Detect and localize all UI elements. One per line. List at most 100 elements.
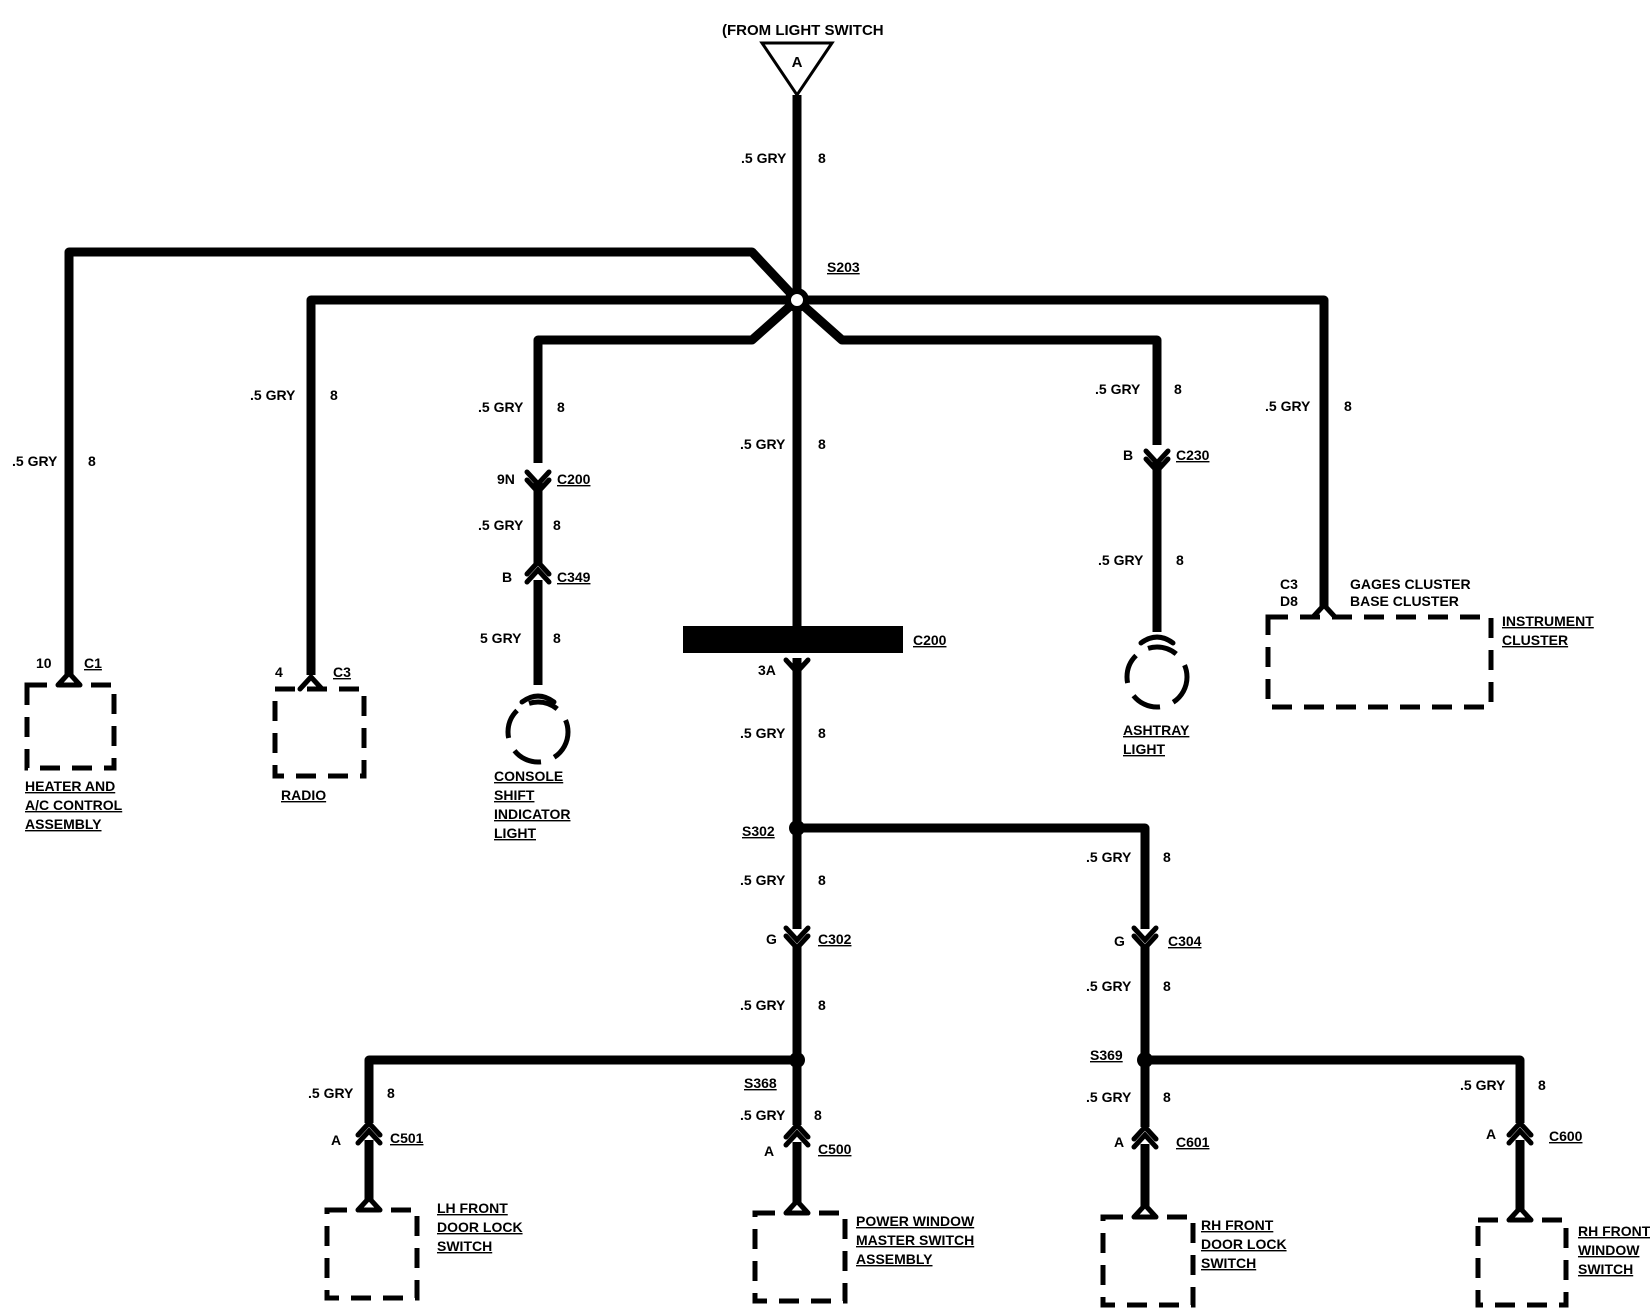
wire-label-trunk-3: .5 GRY (740, 872, 786, 888)
circuit-label-c302-down: 8 (818, 997, 826, 1013)
ashtray-name-2: LIGHT (1123, 741, 1165, 757)
circuit-label-feed: 8 (818, 150, 826, 166)
pin-main-c200: 3A (758, 662, 776, 678)
circuit-label-trunk: 8 (818, 436, 826, 452)
connector-radio-c3: C3 (333, 664, 351, 680)
wire-label-ashtray: .5 GRY (1095, 381, 1141, 397)
connector-labels: 10 C1 4 C3 9N C200 B C349 B C230 C3 D8 C… (36, 447, 1583, 1159)
heater-name-3: ASSEMBLY (25, 816, 102, 832)
circuit-label-console-2: 8 (553, 517, 561, 533)
pin-radio: 4 (275, 664, 283, 680)
pin-console-c349: B (502, 569, 512, 585)
box-rh-window (1475, 1217, 1569, 1308)
chevron-c600 (1506, 1119, 1534, 1146)
heater-name-1: HEATER AND (25, 778, 115, 794)
connector-c1: C1 (84, 655, 102, 671)
splice-s203 (785, 288, 809, 312)
connector-symbols (55, 448, 1534, 1223)
pin-c601: A (1114, 1134, 1124, 1150)
chevron-main-c200 (783, 657, 811, 676)
wire-heater (64, 247, 801, 675)
circuit-label-ashtray-2: 8 (1176, 552, 1184, 568)
socket-console (519, 693, 557, 705)
rh-door-name-3: SWITCH (1201, 1255, 1256, 1271)
circuit-label-s368-down: 8 (814, 1107, 822, 1123)
connector-console-c200: C200 (557, 471, 591, 487)
wire-label-feed: .5 GRY (741, 150, 787, 166)
wire-labels: .5 GRY 8 .5 GRY 8 .5 GRY 8 .5 GRY 8 .5 G… (12, 150, 1546, 1123)
connector-c500: C500 (818, 1141, 852, 1157)
rh-window-name-3: SWITCH (1578, 1261, 1633, 1277)
chevron-c230 (1143, 448, 1171, 475)
pin-c600: A (1486, 1126, 1496, 1142)
ashtray-name-1: ASHTRAY (1123, 722, 1190, 738)
component-names: HEATER AND A/C CONTROL ASSEMBLY RADIO CO… (25, 576, 1650, 1277)
caret-radio (297, 673, 325, 692)
splice-label-s369: S369 (1090, 1047, 1123, 1063)
wire-radio (306, 295, 797, 675)
pin-ashtray: B (1123, 447, 1133, 463)
wire-s368-left (364, 1055, 797, 1123)
circuit-label-console-3: 8 (553, 630, 561, 646)
splice-labels: S203 S302 S368 S369 (742, 259, 1123, 1091)
chevron-c200-console (524, 469, 552, 496)
circuit-label-ashtray: 8 (1174, 381, 1182, 397)
wire-ashtray (794, 296, 1162, 445)
power-window-name-1: POWER WINDOW (856, 1213, 975, 1229)
connector-c200-bar (683, 626, 903, 653)
socket-ashtray (1138, 634, 1176, 646)
splice-s302 (789, 820, 805, 836)
wire-label-trunk-2: .5 GRY (740, 725, 786, 741)
circuit-label-s368-left: 8 (387, 1085, 395, 1101)
wire-label-ashtray-2: .5 GRY (1098, 552, 1144, 568)
wire-label-console-2: .5 GRY (478, 517, 524, 533)
source-connector-letter: A (792, 54, 803, 71)
console-name-1: CONSOLE (494, 768, 563, 784)
power-window-name-3: ASSEMBLY (856, 1251, 933, 1267)
circuit-label-s369-right: 8 (1538, 1077, 1546, 1093)
wire-label-s369-right: .5 GRY (1460, 1077, 1506, 1093)
circuit-label-s302-right: 8 (1163, 849, 1171, 865)
pin-c501: A (331, 1132, 341, 1148)
chevron-c500 (783, 1121, 811, 1148)
rh-door-name-2: DOOR LOCK (1201, 1236, 1287, 1252)
bulb-ashtray-icon (1124, 644, 1190, 710)
wire-label-trunk: .5 GRY (740, 436, 786, 452)
circuit-label-s369-down: 8 (1163, 1089, 1171, 1105)
splice-s369 (1137, 1052, 1153, 1068)
box-rh-door (1100, 1214, 1196, 1308)
splice-label-s302: S302 (742, 823, 775, 839)
rh-window-name-1: RH FRONT (1578, 1223, 1650, 1239)
source-label: (FROM LIGHT SWITCH (722, 22, 884, 39)
box-lh-door (324, 1207, 420, 1301)
heater-name-2: A/C CONTROL (25, 797, 123, 813)
power-window-name-2: MASTER SWITCH (856, 1232, 974, 1248)
splice-label-s368: S368 (744, 1075, 777, 1091)
connector-c302: C302 (818, 931, 852, 947)
cluster-variant-1: GAGES CLUSTER (1350, 576, 1471, 592)
pin-console-c200: 9N (497, 471, 515, 487)
box-radio (272, 686, 367, 779)
circuit-label-radio: 8 (330, 387, 338, 403)
wire-label-cluster: .5 GRY (1265, 398, 1311, 414)
wire-console (533, 296, 800, 463)
wire-s369-right (1145, 1055, 1525, 1123)
connector-c230: C230 (1176, 447, 1210, 463)
console-name-4: LIGHT (494, 825, 536, 841)
wire-label-c304-down: .5 GRY (1086, 978, 1132, 994)
caret-rh-door (1131, 1201, 1159, 1220)
pin-c500: A (764, 1143, 774, 1159)
circuit-label-c304-down: 8 (1163, 978, 1171, 994)
pin-cluster-a: C3 (1280, 576, 1298, 592)
chevron-c601 (1131, 1123, 1159, 1150)
circuit-label-trunk-3: 8 (818, 872, 826, 888)
cluster-variant-2: BASE CLUSTER (1350, 593, 1459, 609)
connector-main-c200: C200 (913, 632, 947, 648)
circuit-label-heater: 8 (88, 453, 96, 469)
caret-power-window (783, 1197, 811, 1216)
wire-s302-right (797, 823, 1150, 929)
chevron-c304 (1131, 925, 1159, 952)
wire-cluster (797, 295, 1329, 607)
component-boxes (24, 614, 1569, 1308)
